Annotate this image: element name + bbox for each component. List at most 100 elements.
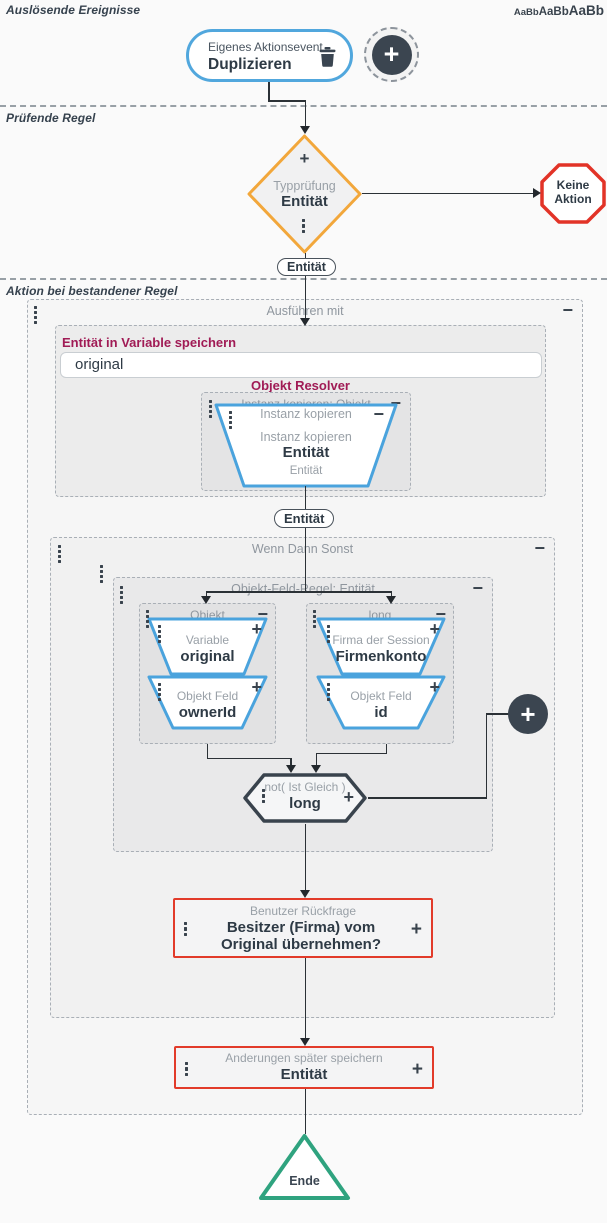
connector (304, 824, 307, 891)
variable-name-input[interactable]: original (60, 352, 542, 378)
add-condition-button[interactable]: + (508, 694, 548, 734)
object-field-rule-title: Objekt-Feld-Regel: Entität (231, 582, 375, 596)
node-type: Firma der Session (332, 633, 430, 647)
font-sample-large: AaBb (568, 3, 604, 18)
section-title-triggers: Auslösende Ereignisse (6, 3, 141, 17)
object-resolver-title: Objekt Resolver (251, 378, 350, 393)
arrowhead-icon (285, 765, 296, 773)
trigger-event-text: Eigenes Aktionsevent Duplizieren (208, 40, 323, 74)
grip-icon[interactable] (100, 565, 103, 583)
collapse-icon[interactable]: − (390, 393, 401, 413)
node-name: ownerId (178, 704, 237, 721)
grip-icon[interactable] (34, 306, 37, 324)
edge-label-entity: Entität (274, 509, 335, 528)
grip-icon[interactable] (302, 219, 306, 233)
session-company-node[interactable]: + Firma der Session Firmenkonto (312, 617, 450, 676)
connector (362, 192, 534, 195)
arrowhead-icon (533, 188, 541, 198)
collapse-icon[interactable]: − (534, 538, 545, 558)
type-check-type: Typprüfung (273, 179, 336, 193)
expand-icon[interactable]: + (251, 619, 262, 639)
expand-icon[interactable]: + (429, 677, 440, 697)
expand-icon[interactable]: + (299, 149, 310, 168)
copy-instance-node[interactable]: Instanz kopieren − Instanz kopieren Enti… (206, 403, 406, 488)
plus-icon: + (383, 39, 400, 69)
expand-icon[interactable]: + (343, 787, 354, 807)
not-equal-type: not( Ist Gleich ) (264, 780, 346, 794)
no-action-node[interactable]: Keine Aktion (540, 163, 606, 224)
collapse-icon[interactable]: − (472, 578, 483, 598)
connector (290, 757, 292, 767)
user-prompt-question: Besitzer (Firma) vom Original übernehmen… (220, 919, 382, 954)
end-node[interactable]: Ende (257, 1132, 352, 1202)
node-type: Objekt Feld (176, 689, 239, 703)
save-later-name: Entität (280, 1066, 328, 1083)
font-size-legend: AaBbAaBbAaBb (514, 2, 604, 20)
variable-node[interactable]: + Variable original (144, 617, 271, 676)
connector (315, 752, 318, 767)
expand-icon[interactable]: + (429, 619, 440, 639)
connector (206, 744, 209, 759)
grip-icon[interactable] (313, 610, 316, 628)
section-title-rule: Prüfende Regel (6, 111, 96, 125)
grip-icon[interactable] (58, 545, 61, 563)
connector (206, 757, 292, 760)
node-name: Firmenkonto (335, 648, 427, 665)
not-equal-node[interactable]: not( Ist Gleich ) long + (243, 772, 367, 824)
grip-icon[interactable] (209, 400, 212, 418)
arrowhead-icon (386, 596, 396, 604)
expand-icon[interactable]: + (410, 919, 422, 940)
objekt-group: Objekt − + Variable original + Objekt Fe… (139, 603, 276, 744)
font-sample-small: AaBb (513, 7, 539, 18)
plus-icon: + (520, 698, 536, 729)
if-then-else-title: Wenn Dann Sonst (251, 542, 354, 556)
arrowhead-icon (311, 765, 321, 773)
long-group: long − + Firma der Session Firmenkonto +… (306, 603, 454, 744)
object-field-node[interactable]: + Objekt Feld ownerId (144, 675, 271, 730)
section-divider (0, 105, 607, 107)
node-name: id (374, 704, 388, 721)
connector (385, 744, 388, 754)
collapse-icon[interactable]: − (373, 404, 384, 424)
user-prompt-node[interactable]: Benutzer Rückfrage Besitzer (Firma) vom … (173, 898, 433, 958)
grip-icon[interactable] (158, 683, 161, 701)
save-variable-panel: Entität in Variable speichern original O… (55, 325, 546, 497)
collapse-icon[interactable]: − (562, 300, 573, 320)
collapse-icon[interactable]: − (257, 604, 268, 624)
arrowhead-icon (300, 1038, 310, 1046)
grip-icon[interactable] (158, 625, 161, 643)
trigger-event-node[interactable]: Eigenes Aktionsevent Duplizieren (186, 29, 353, 82)
add-trigger-slot: + (364, 27, 419, 82)
connector (390, 591, 393, 597)
object-field-node[interactable]: + Objekt Feld id (312, 675, 450, 730)
grip-icon[interactable] (229, 411, 232, 429)
connector (368, 797, 487, 799)
trash-icon[interactable] (318, 46, 337, 68)
connector (304, 527, 307, 593)
node-type: Objekt Feld (350, 689, 412, 703)
grip-icon[interactable] (184, 922, 188, 936)
expand-icon[interactable]: + (251, 677, 262, 697)
connector (304, 1089, 307, 1134)
arrowhead-icon (300, 318, 310, 326)
collapse-icon[interactable]: − (435, 604, 446, 624)
connector (304, 253, 307, 260)
save-variable-label: Entität in Variable speichern (62, 335, 237, 350)
arrowhead-icon (201, 596, 211, 604)
connector (304, 276, 307, 319)
arrowhead-icon (300, 890, 310, 898)
trigger-event-type: Eigenes Aktionsevent (208, 40, 323, 54)
node-type: Variable (185, 633, 230, 647)
add-trigger-button[interactable]: + (371, 34, 412, 75)
save-later-node[interactable]: Anderungen später speichern Entität + (174, 1046, 434, 1089)
grip-icon[interactable] (120, 586, 123, 604)
grip-icon[interactable] (327, 625, 330, 643)
grip-icon[interactable] (327, 683, 330, 701)
grip-icon[interactable] (262, 789, 266, 803)
type-check-node[interactable]: + Typprüfung Entität (246, 133, 363, 255)
grip-icon[interactable] (185, 1062, 189, 1076)
copy-instance-header: Instanz kopieren (260, 407, 352, 421)
grip-icon[interactable] (146, 610, 149, 628)
expand-icon[interactable]: + (411, 1059, 423, 1080)
